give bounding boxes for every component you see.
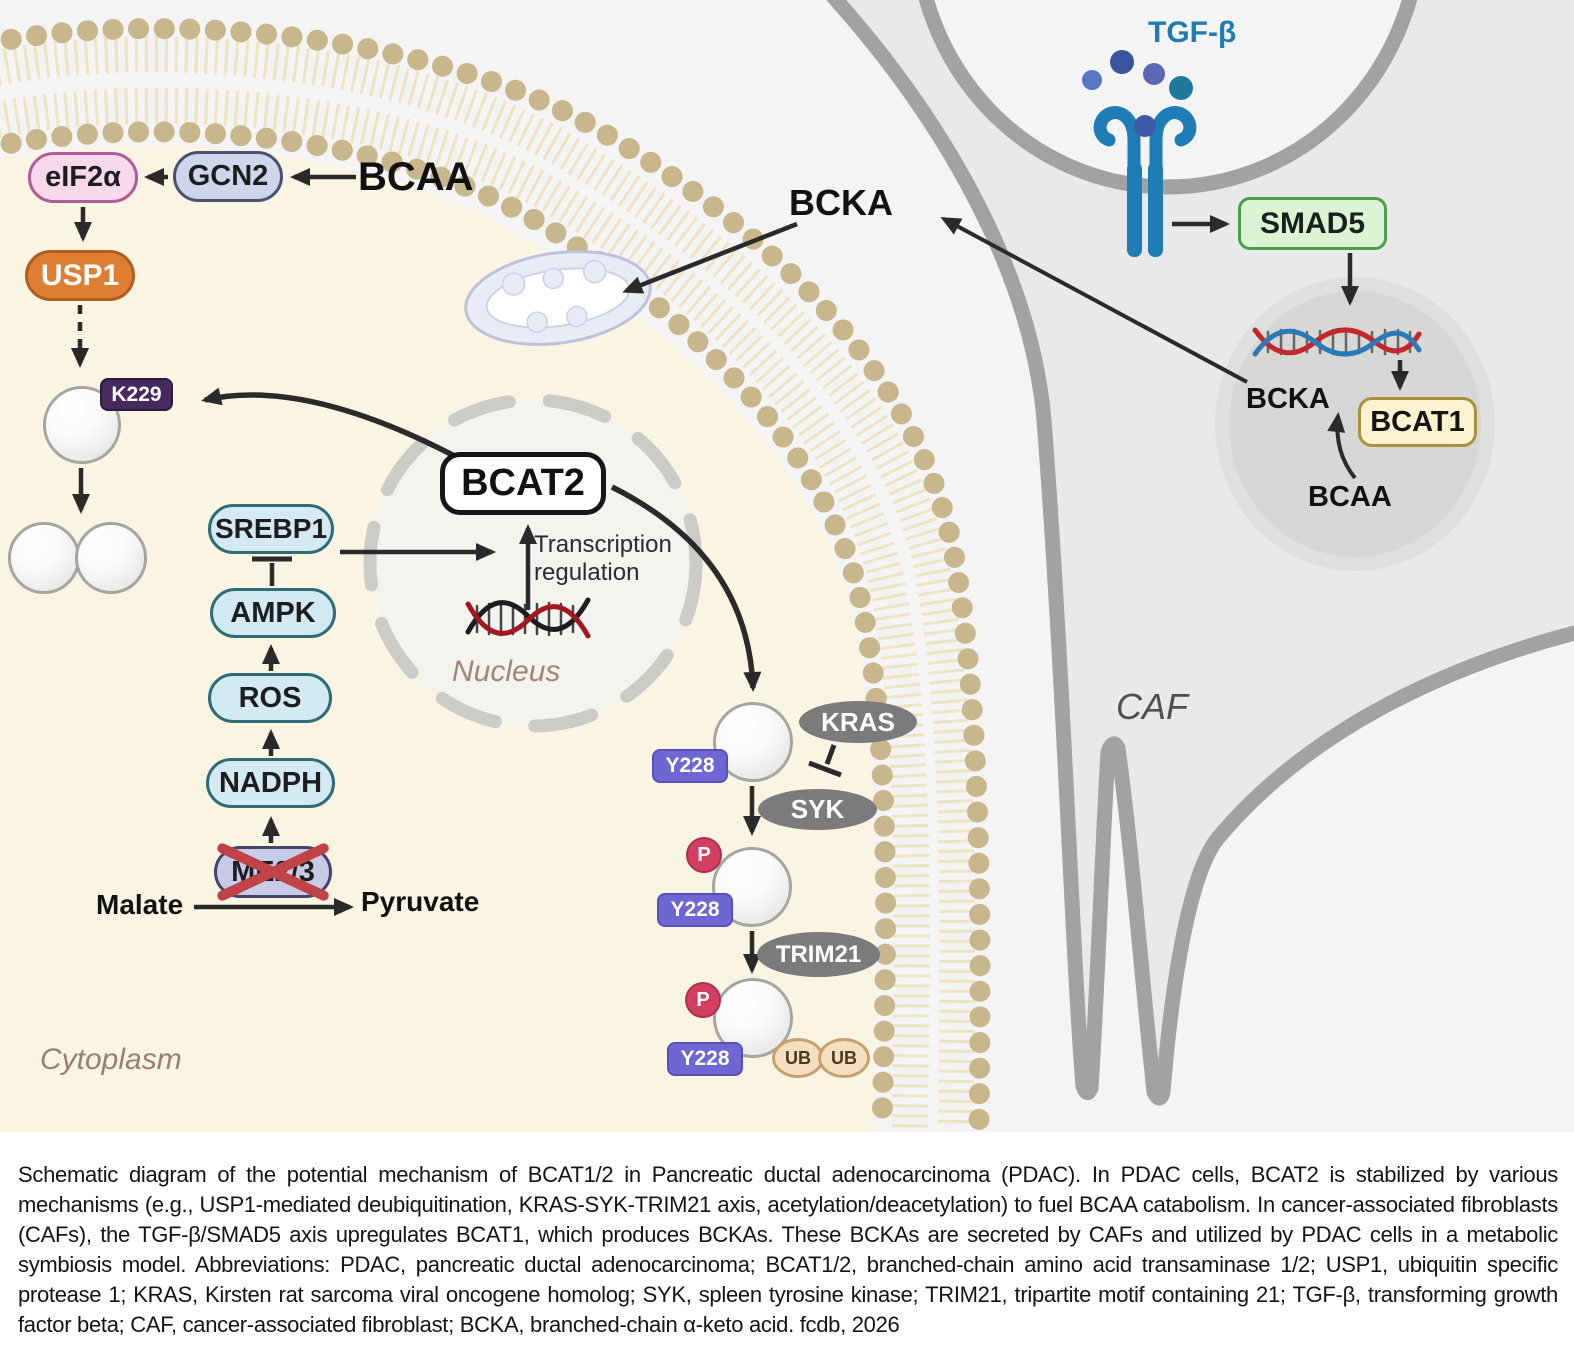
- y228-badge: Y228: [652, 749, 728, 783]
- bcat2-node: BCAT2: [440, 452, 606, 515]
- syk-node: SYK: [758, 789, 877, 830]
- ubiquitin-badge: UB: [818, 1038, 870, 1078]
- cytoplasm-label: Cytoplasm: [40, 1043, 182, 1076]
- bcka-label-pdac: BCKA: [789, 182, 893, 223]
- tgfb-label: TGF-β: [1148, 16, 1237, 49]
- caf-nucleus: [1229, 291, 1481, 557]
- pyruvate-label: Pyruvate: [361, 886, 480, 917]
- caf-membrane-bay: [918, 0, 1418, 195]
- tgfb-ligand-dots: [1082, 50, 1193, 100]
- me23-node: ME2/3: [214, 846, 332, 898]
- bcka-label-caf: BCKA: [1246, 383, 1330, 415]
- phospho-badge: P: [686, 837, 722, 873]
- y228-badge: Y228: [667, 1042, 743, 1076]
- smad5-node: SMAD5: [1238, 197, 1387, 250]
- kras-node: KRAS: [799, 701, 917, 743]
- dna-icon-caf: [1252, 327, 1422, 357]
- tgfb-receptor-icon: [1093, 106, 1197, 257]
- mitochondrion: [464, 250, 652, 346]
- transcription-regulation-label: Transcription regulation: [534, 531, 672, 586]
- dna-icon-pdac: [465, 597, 591, 639]
- nadph-node: NADPH: [206, 758, 335, 808]
- srebp1-node: SREBP1: [208, 504, 334, 554]
- protein-dimer-sphere: [8, 522, 80, 594]
- trim21-node: TRIM21: [757, 932, 880, 977]
- protein-dimer-sphere: [75, 522, 147, 594]
- ros-node: ROS: [208, 673, 332, 723]
- bcat1-node: BCAT1: [1358, 397, 1477, 447]
- arrows: [71, 168, 1409, 974]
- ubiquitin-badge: UB: [772, 1038, 824, 1078]
- ampk-node: AMPK: [210, 588, 336, 638]
- figure-caption: Schematic diagram of the potential mecha…: [18, 1162, 1558, 1337]
- malate-label: Malate: [96, 889, 184, 920]
- bcaa-label-caf: BCAA: [1308, 481, 1392, 513]
- gcn2-node: GCN2: [173, 151, 283, 202]
- pdac-membrane: [0, 18, 991, 1139]
- eif2a-node: eIF2α: [28, 152, 138, 203]
- bcaa-label-pdac: BCAA: [358, 155, 474, 199]
- phospho-badge: P: [685, 982, 721, 1018]
- caf-label: CAF: [1116, 686, 1188, 727]
- nucleus-label: Nucleus: [452, 655, 561, 688]
- usp1-node: USP1: [25, 250, 135, 301]
- caf-cell-shape: [826, 0, 1574, 1106]
- k229-badge: K229: [100, 378, 173, 411]
- y228-badge: Y228: [657, 893, 733, 927]
